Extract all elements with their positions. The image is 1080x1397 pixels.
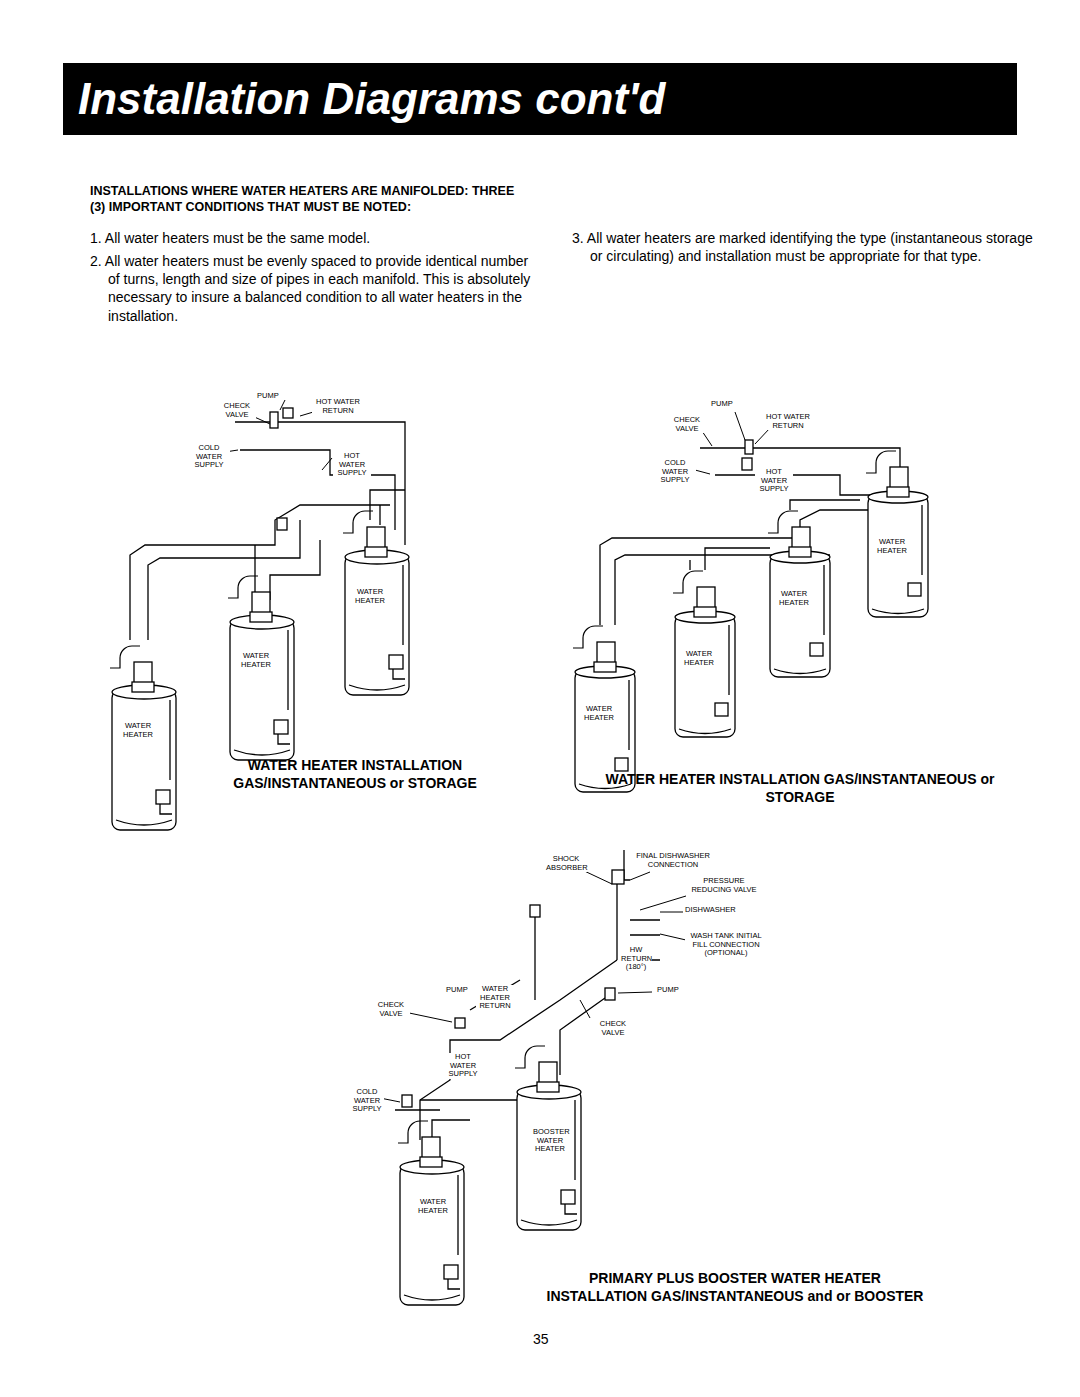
part-label: PUMP [256, 392, 280, 401]
figure-caption: PRIMARY PLUS BOOSTER WATER HEATER INSTAL… [545, 1270, 925, 1305]
part-label: HW RETURN (180°) [620, 946, 652, 972]
part-label: COLD WATER SUPPLY [350, 1088, 384, 1114]
part-label: HOT WATER SUPPLY [440, 1053, 486, 1079]
part-label: HOT WATER RETURN [312, 398, 364, 415]
heater-label: WATER HEATER [238, 652, 274, 669]
heater-label: WATER HEATER [776, 590, 812, 607]
heater-label: WATER HEATER [415, 1198, 451, 1215]
part-label: PUMP [656, 986, 680, 995]
part-label: CHECK VALVE [594, 1020, 632, 1037]
list-item: 1. All water heaters must be the same mo… [90, 229, 538, 247]
heater-label: WATER HEATER [352, 588, 388, 605]
part-label: CHECK VALVE [668, 416, 706, 433]
part-label: COLD WATER SUPPLY [654, 459, 696, 485]
figure-caption: WATER HEATER INSTALLATION GAS/INSTANTANE… [575, 771, 1025, 806]
list-item: 3. All water heaters are marked identify… [572, 229, 1035, 265]
section-heading: INSTALLATIONS WHERE WATER HEATERS ARE MA… [90, 183, 515, 216]
part-label: PRESSURE REDUCING VALVE [688, 877, 760, 894]
part-label: DISHWASHER [684, 906, 737, 915]
heater-label: WATER HEATER [681, 650, 717, 667]
part-label: COLD WATER SUPPLY [188, 444, 230, 470]
part-label: HOT WATER RETURN [762, 413, 814, 430]
part-label: PUMP [445, 986, 469, 995]
list-item: 2. All water heaters must be evenly spac… [90, 252, 538, 325]
part-label: HOT WATER SUPPLY [333, 452, 371, 478]
part-label: PUMP [710, 400, 734, 409]
part-label: FINAL DISHWASHER CONNECTION [632, 852, 714, 869]
part-label: WATER HEATER RETURN [476, 985, 514, 1011]
heater-label: WATER HEATER [581, 705, 617, 722]
part-label: HOT WATER SUPPLY [755, 468, 793, 494]
part-label: SHOCK ABSORBER [545, 855, 587, 872]
heater-label: WATER HEATER [120, 722, 156, 739]
part-label: WASH TANK INITIAL FILL CONNECTION (OPTIO… [685, 932, 767, 958]
heater-label: WATER HEATER [874, 538, 910, 555]
part-label: CHECK VALVE [372, 1001, 410, 1018]
part-label: CHECK VALVE [218, 402, 256, 419]
page-title: Installation Diagrams cont'd [78, 74, 665, 124]
heater-label: BOOSTER WATER HEATER [532, 1128, 568, 1154]
page-number: 35 [533, 1331, 549, 1348]
figure-caption: WATER HEATER INSTALLATION GAS/INSTANTANE… [210, 757, 500, 792]
